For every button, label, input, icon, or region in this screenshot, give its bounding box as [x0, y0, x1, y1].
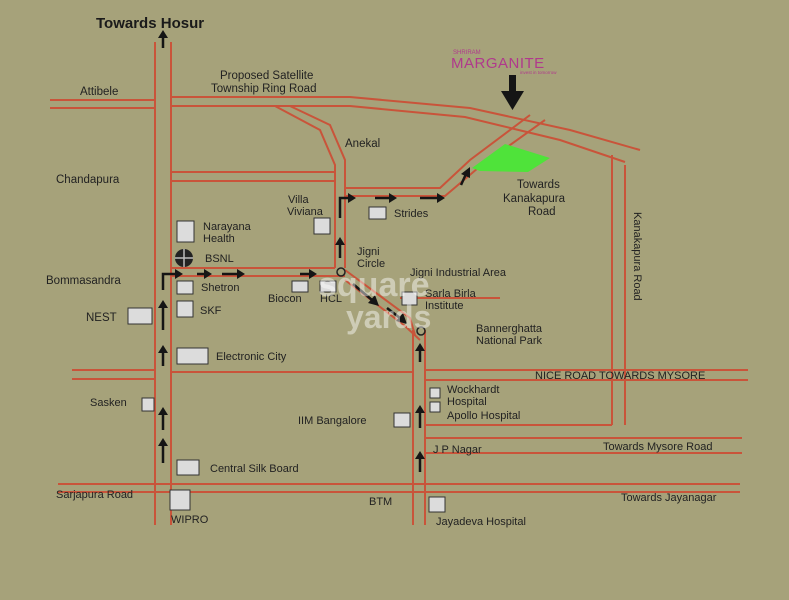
jigni-circle-marker — [336, 267, 346, 277]
kanakapura-label-1: Kanakapura — [503, 193, 566, 205]
narayana-building-icon — [176, 220, 195, 243]
jigni-label-1: Jigni — [357, 246, 380, 258]
jigni-label-2: Circle — [357, 258, 385, 270]
sarla-label-1: Sarla Birla — [425, 288, 477, 300]
svg-text:SHRIRAM: SHRIRAM — [453, 50, 481, 56]
wipro-building-icon — [169, 489, 191, 511]
sarjapura-label: Sarjapura Road — [56, 489, 133, 501]
ring-road-label-2: Township Ring Road — [211, 83, 316, 95]
villa-label-2: Viviana — [287, 206, 324, 218]
central-silk-label: Central Silk Board — [210, 463, 299, 475]
villa-label-1: Villa — [288, 194, 309, 206]
sarla-building-icon — [401, 291, 418, 306]
jayadeva-building-icon — [428, 496, 446, 513]
chandapura-label: Chandapura — [56, 174, 120, 186]
map-labels: Towards Hosur Proposed Satellite Townshi… — [46, 15, 717, 528]
wockhardt-label-2: Hospital — [447, 396, 487, 408]
anekal-label: Anekal — [345, 138, 380, 150]
bannerghatta-circle-marker — [416, 326, 426, 336]
route-arrows — [158, 30, 524, 472]
btm-label: BTM — [369, 496, 392, 508]
strides-label: Strides — [394, 208, 429, 220]
sasken-building-icon — [141, 397, 155, 412]
sarla-label-2: Institute — [425, 300, 464, 312]
kanakapura-road-label: Kanakapura Road — [631, 212, 643, 301]
bannerghatta-label-1: Bannerghatta — [476, 323, 543, 335]
marganite-logo: SHRIRAM MARGANITE invest in tomorrow — [451, 50, 557, 75]
biocon-label: Biocon — [268, 293, 302, 305]
electronic-city-building-icon — [176, 347, 209, 365]
wockhardt-building-icon — [429, 387, 441, 399]
iim-label: IIM Bangalore — [298, 415, 366, 427]
kanakapura-label-2: Road — [528, 206, 556, 218]
towards-hosur-label: Towards Hosur — [96, 15, 204, 32]
bsnl-label: BSNL — [205, 253, 234, 265]
svg-text:square: square — [318, 266, 430, 304]
landmark-markers — [127, 206, 446, 513]
wipro-label: WIPRO — [171, 514, 209, 526]
electronic-city-label: Electronic City — [216, 351, 287, 363]
nice-road-label: NICE ROAD TOWARDS MYSORE — [535, 370, 705, 382]
nest-label: NEST — [86, 312, 117, 324]
nest-building-icon — [127, 307, 153, 325]
ring-road-label-1: Proposed Satellite — [220, 70, 313, 82]
svg-text:MARGANITE: MARGANITE — [451, 55, 545, 72]
skf-label: SKF — [200, 305, 222, 317]
narayana-label-2: Health — [203, 233, 235, 245]
sasken-label: Sasken — [90, 397, 127, 409]
villa-building-icon — [313, 217, 331, 235]
silk-board-building-icon — [176, 459, 200, 476]
jp-nagar-label: J P Nagar — [433, 444, 482, 456]
strides-building-icon — [368, 206, 387, 220]
apollo-building-icon — [429, 401, 441, 413]
bannerghatta-label-2: National Park — [476, 335, 543, 347]
hcl-label: HCL — [320, 293, 342, 305]
iim-building-icon — [393, 412, 411, 428]
kanakapura-label-0: Towards — [517, 179, 560, 191]
narayana-label-1: Narayana — [203, 221, 252, 233]
attibele-label: Attibele — [80, 86, 118, 98]
shetron-label: Shetron — [201, 282, 240, 294]
project-site-plot — [472, 144, 550, 172]
mysore-road-label: Towards Mysore Road — [603, 441, 712, 453]
jigni-industrial-label: Jigni Industrial Area — [410, 267, 507, 279]
apollo-label: Apollo Hospital — [447, 410, 520, 422]
biocon-building-icon — [291, 280, 309, 293]
hcl-building-icon — [319, 280, 337, 293]
bsnl-logo-icon — [175, 249, 193, 267]
shetron-building-icon — [176, 280, 194, 295]
bommasandra-label: Bommasandra — [46, 275, 121, 287]
jayadeva-label: Jayadeva Hospital — [436, 516, 526, 528]
jayanagar-label: Towards Jayanagar — [621, 492, 717, 504]
skf-building-icon — [176, 300, 194, 318]
wockhardt-label-1: Wockhardt — [447, 384, 499, 396]
svg-text:invest in tomorrow: invest in tomorrow — [520, 70, 557, 75]
watermark: square yards — [318, 266, 431, 335]
svg-text:yards: yards — [346, 299, 431, 335]
